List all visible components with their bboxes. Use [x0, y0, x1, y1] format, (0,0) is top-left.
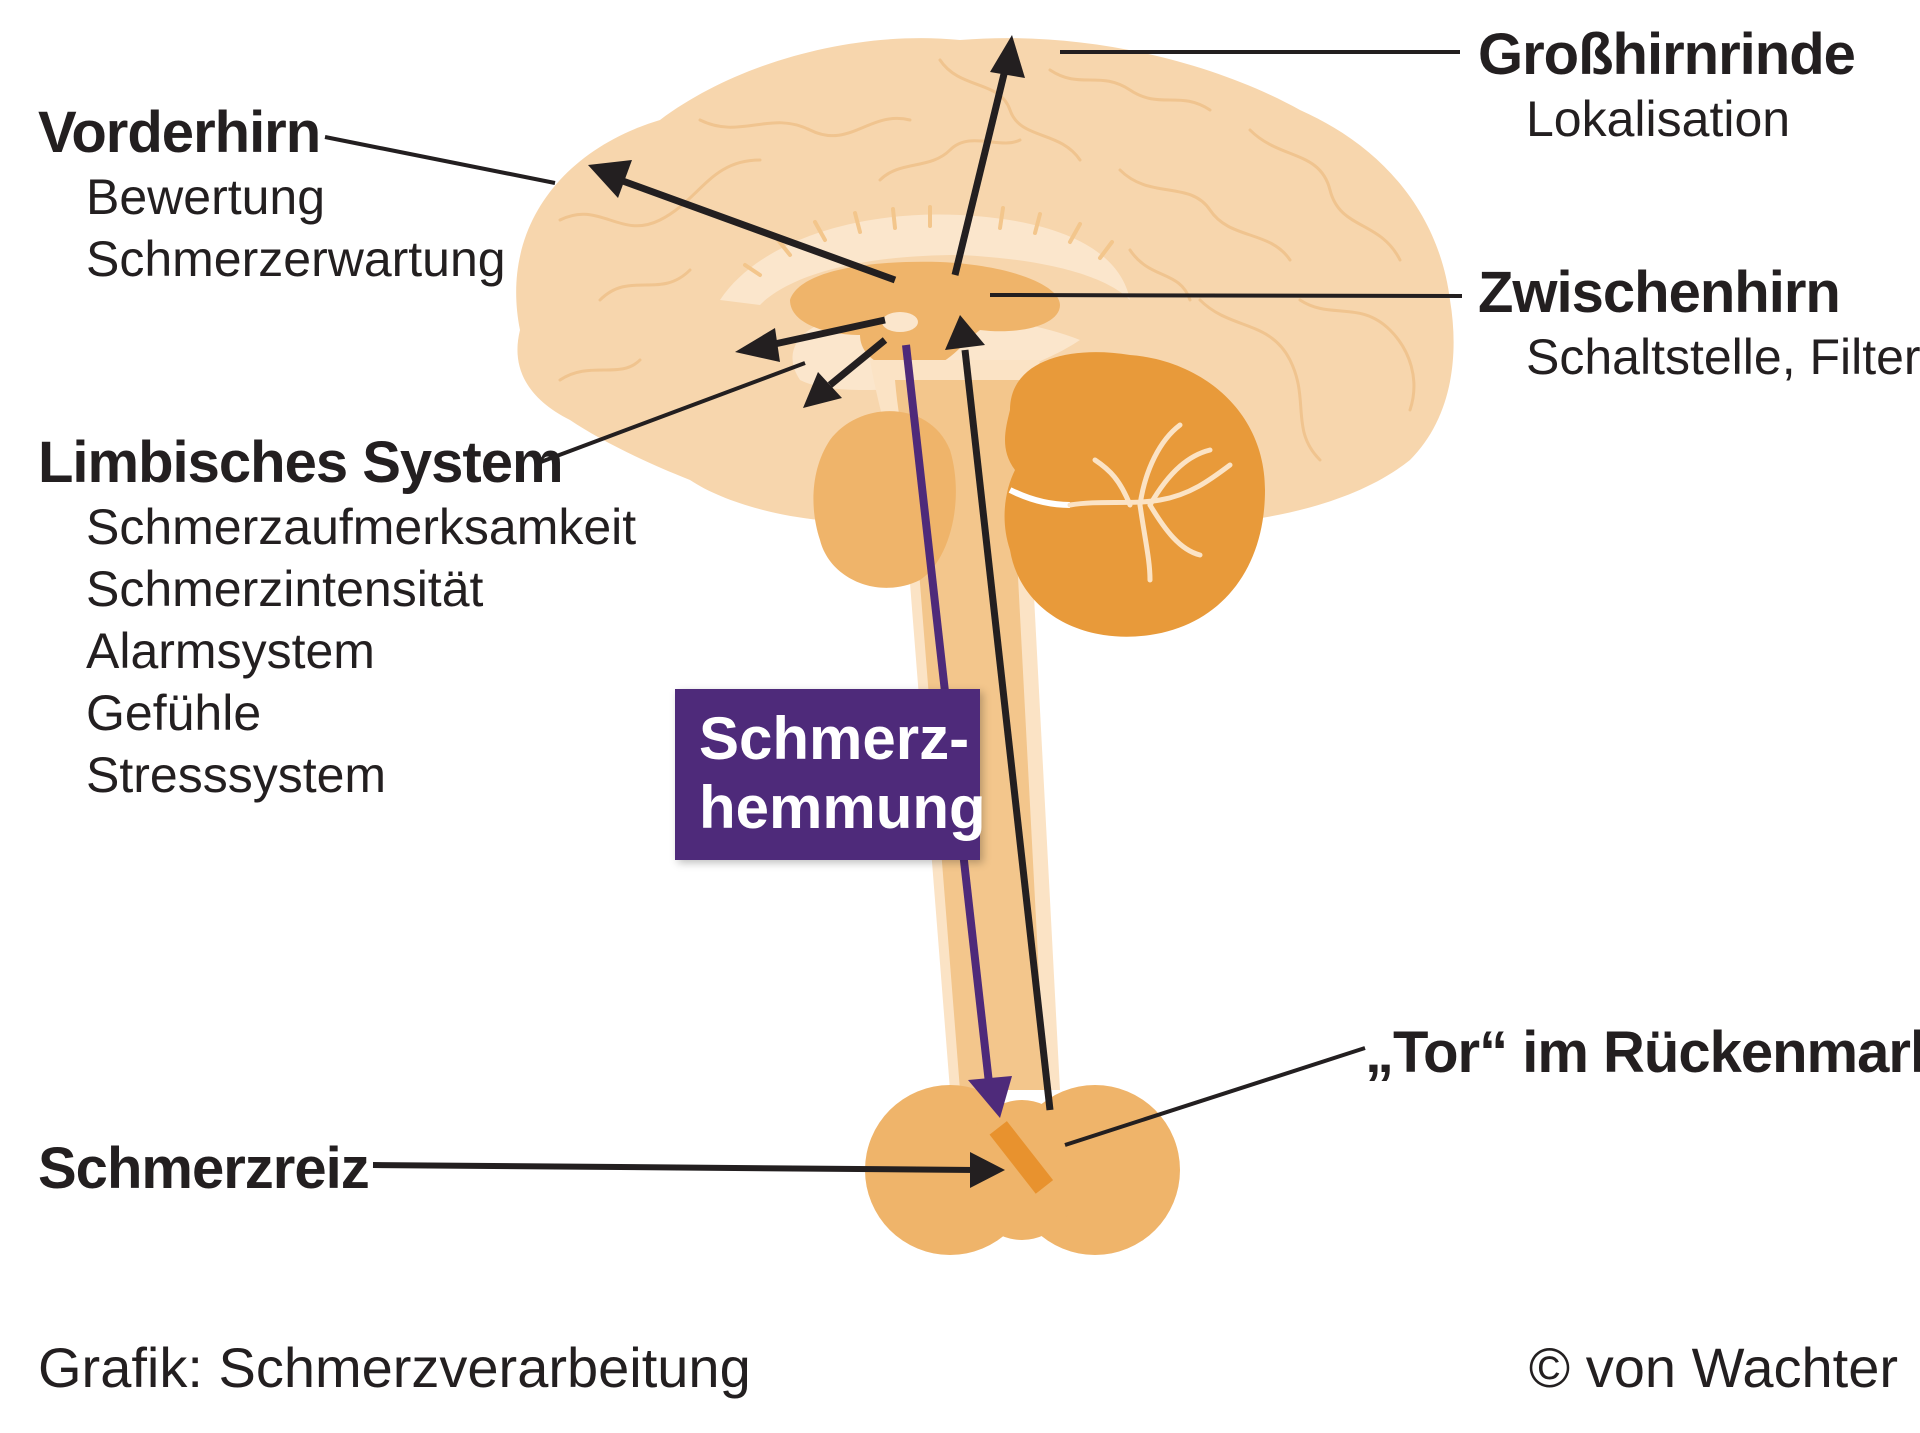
- thalamus-spot: [882, 312, 918, 332]
- label-limbisches-system-item: Alarmsystem: [86, 620, 636, 682]
- label-limbisches-system-title: Limbisches System: [38, 434, 563, 492]
- leader-zwischenhirn: [990, 295, 1462, 296]
- label-vorderhirn-item: Bewertung: [86, 166, 506, 228]
- label-zwischenhirn-item: Schaltstelle, Filter: [1526, 326, 1920, 388]
- schmerzhemmung-box: Schmerz- hemmung: [675, 689, 980, 860]
- label-limbisches-system-item: Gefühle: [86, 682, 636, 744]
- label-zwischenhirn-items: Schaltstelle, Filter: [1526, 326, 1920, 388]
- label-zwischenhirn-title: Zwischenhirn: [1478, 264, 1840, 322]
- label-vorderhirn-items: Bewertung Schmerzerwartung: [86, 166, 506, 290]
- label-schmerzreiz-title: Schmerzreiz: [38, 1140, 369, 1198]
- schmerzhemmung-line-2: hemmung: [699, 773, 980, 842]
- label-limbisches-system-items: Schmerzaufmerksamkeit Schmerzintensität …: [86, 496, 636, 806]
- label-grosshirnrinde-item: Lokalisation: [1526, 88, 1790, 150]
- label-limbisches-system-item: Schmerzaufmerksamkeit: [86, 496, 636, 558]
- label-grosshirnrinde-items: Lokalisation: [1526, 88, 1790, 150]
- footer-caption: Grafik: Schmerzverarbeitung: [38, 1340, 751, 1396]
- label-limbisches-system-item: Schmerzintensität: [86, 558, 636, 620]
- footer-copyright: © von Wachter: [1529, 1340, 1898, 1396]
- label-vorderhirn-title: Vorderhirn: [38, 104, 320, 162]
- label-grosshirnrinde-title: Großhirnrinde: [1478, 26, 1855, 84]
- label-limbisches-system-item: Stresssystem: [86, 744, 636, 806]
- label-vorderhirn-item: Schmerzerwartung: [86, 228, 506, 290]
- amygdala-shape: [813, 411, 955, 588]
- schmerzhemmung-line-1: Schmerz-: [699, 704, 980, 773]
- label-tor-title: „Tor“ im Rückenmark: [1365, 1024, 1920, 1082]
